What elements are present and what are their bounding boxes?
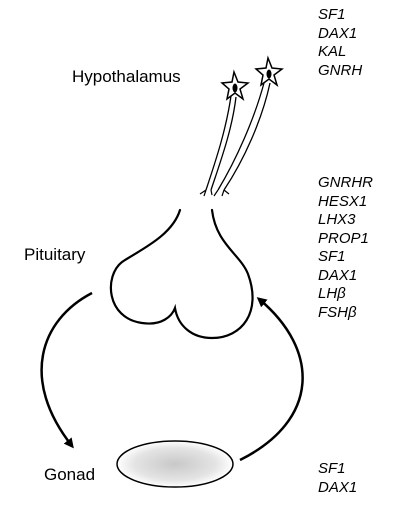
gene-item: LHβ bbox=[318, 285, 373, 304]
gene-item: DAX1 bbox=[318, 479, 357, 498]
gene-item: GNRHR bbox=[318, 174, 373, 193]
gene-item: SF1 bbox=[318, 460, 357, 479]
gonad-shape bbox=[117, 441, 233, 487]
gene-item: LHX3 bbox=[318, 211, 373, 230]
genes-gonad: SF1 DAX1 bbox=[318, 460, 357, 497]
arrow-gonad-to-pituitary bbox=[240, 299, 303, 460]
gene-item: SF1 bbox=[318, 248, 373, 267]
genes-pituitary: GNRHR HESX1 LHX3 PROP1 SF1 DAX1 LHβ FSHβ bbox=[318, 174, 373, 322]
label-gonad: Gonad bbox=[44, 466, 95, 483]
gene-item: GNRH bbox=[318, 62, 362, 81]
gene-item: FSHβ bbox=[318, 304, 373, 323]
gene-item: DAX1 bbox=[318, 25, 362, 44]
gene-item: DAX1 bbox=[318, 267, 373, 286]
neuron-left bbox=[206, 72, 248, 190]
gene-item: KAL bbox=[318, 43, 362, 62]
gene-item: SF1 bbox=[318, 6, 362, 25]
label-hypothalamus: Hypothalamus bbox=[72, 68, 181, 85]
pituitary-gland bbox=[111, 210, 253, 338]
label-pituitary: Pituitary bbox=[24, 246, 85, 263]
axon-terminals bbox=[200, 190, 229, 196]
arrow-pituitary-to-gonad bbox=[42, 293, 92, 446]
gene-item: PROP1 bbox=[318, 230, 373, 249]
genes-hypothalamus: SF1 DAX1 KAL GNRH bbox=[318, 6, 362, 80]
neuron-right bbox=[218, 58, 282, 190]
gene-item: HESX1 bbox=[318, 193, 373, 212]
